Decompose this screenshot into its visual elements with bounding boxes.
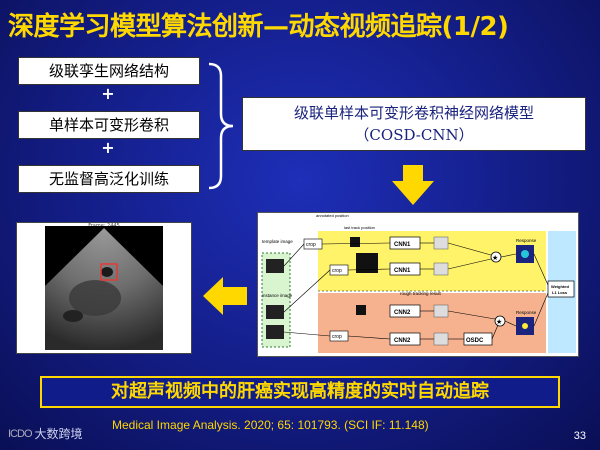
model-name-line1: 级联单样本可变形卷积神经网络模型 (243, 102, 585, 124)
plus-sign-1: + (98, 84, 118, 103)
instance-image-label: instance image (262, 293, 293, 298)
citation: Medical Image Analysis. 2020; 65: 101793… (112, 418, 429, 432)
cnn1-label-2: CNN1 (394, 268, 411, 274)
ultrasound-scan (45, 226, 163, 350)
slide-title: 深度学习模型算法创新—动态视频追踪(1/2) (8, 6, 598, 43)
component-unsupervised-training: 无监督高泛化训练 (18, 165, 200, 193)
rough-tracking-label: rough tracking result (400, 291, 442, 296)
cross-correlation-icon-1: ★ (492, 254, 498, 262)
cnn1-label-1: CNN1 (394, 242, 411, 248)
logo-mark: ICDO (8, 428, 32, 440)
conclusion-box: 对超声视频中的肝癌实现高精度的实时自动追踪 (40, 376, 560, 408)
network-architecture-diagram: template image instance image annotated … (257, 212, 579, 357)
cnn2-label-2: CNN2 (394, 338, 411, 344)
logo-text: 大数跨境 (35, 425, 83, 442)
component-one-shot-deformable: 单样本可变形卷积 (18, 111, 200, 139)
cross-correlation-icon-2: ★ (496, 318, 502, 326)
page-number: 33 (574, 430, 586, 442)
crop-label-3: crop (332, 334, 342, 340)
weighted-loss-label-1: Weighted (551, 284, 569, 289)
template-image-label: template image (262, 239, 293, 244)
model-name-line2: （COSD-CNN） (243, 124, 585, 146)
company-logo: ICDO 大数跨境 (8, 425, 83, 442)
ultrasound-tracking-image: Frame: 2445 (16, 222, 192, 354)
curly-brace-icon (205, 62, 235, 190)
crop-label-1: crop (306, 242, 316, 248)
plus-sign-2: + (98, 138, 118, 157)
cnn2-label-1: CNN2 (394, 310, 411, 316)
osdc-label: OSDC (466, 338, 484, 344)
down-arrow-icon (392, 165, 434, 205)
annotated-position-label: annotated position (316, 213, 349, 218)
response-label-1: Response (516, 238, 537, 243)
component-cascade-siamese: 级联孪生网络结构 (18, 57, 200, 85)
left-arrow-icon (203, 277, 247, 315)
crop-label-2: crop (332, 268, 342, 274)
response-label-2: Response (516, 310, 537, 315)
last-track-position-label: last track position (344, 225, 375, 230)
weighted-loss-label-2: L1 Loss (552, 290, 568, 295)
model-name-box: 级联单样本可变形卷积神经网络模型 （COSD-CNN） (242, 97, 586, 151)
ultrasound-frame (45, 226, 163, 350)
